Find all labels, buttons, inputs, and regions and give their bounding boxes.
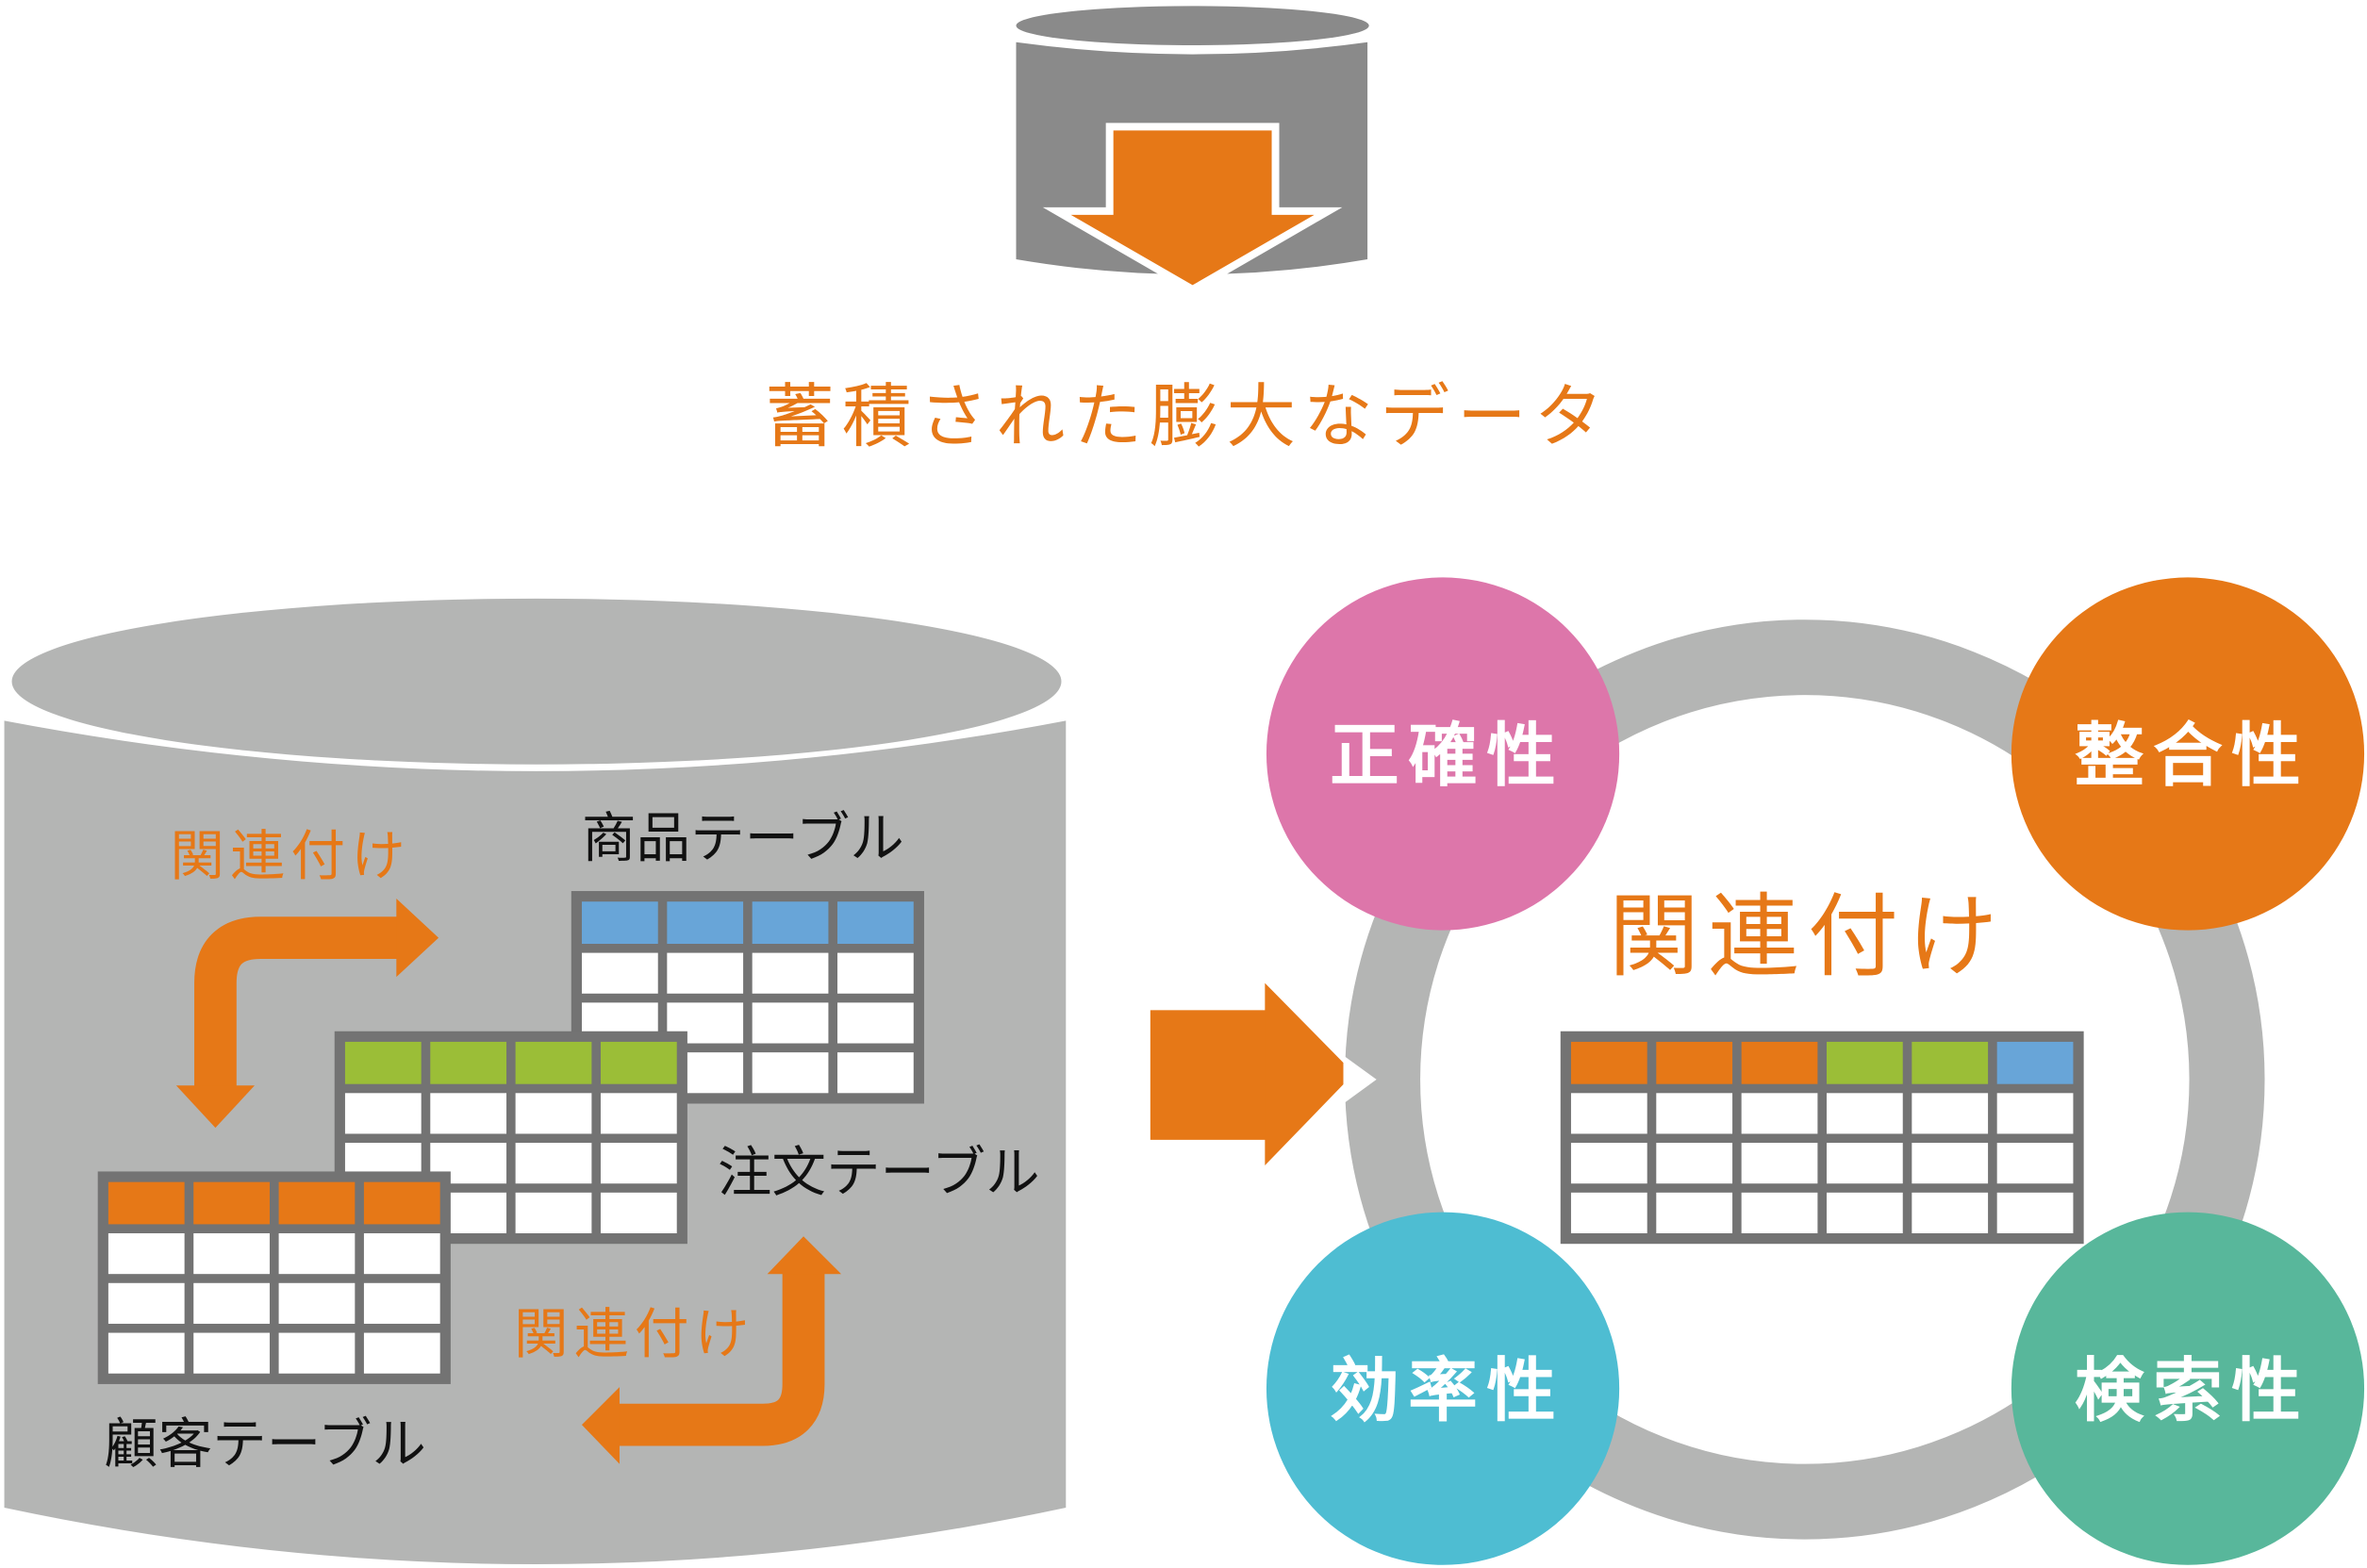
trait-accuracy: 正確性 — [1266, 577, 1620, 931]
table-cell — [430, 1093, 507, 1134]
relation-arrow-icon — [175, 899, 439, 1129]
table-label-order: 注文テーブル — [718, 1141, 1040, 1204]
table-cell — [1996, 1143, 2074, 1184]
table-cell — [515, 1093, 592, 1134]
down-arrow-icon — [1042, 123, 1343, 294]
table-cell — [667, 952, 744, 994]
table-cell — [1741, 1093, 1818, 1134]
header-cell — [581, 901, 658, 944]
table-cell — [837, 952, 914, 994]
trait-circle — [2011, 1212, 2365, 1565]
header-cell — [1570, 1041, 1647, 1084]
table-cell — [1570, 1192, 1647, 1234]
header-cell — [1996, 1041, 2074, 1084]
center-label: 関連付け — [1609, 884, 2007, 990]
header-cell — [363, 1181, 440, 1225]
table-cell — [108, 1282, 185, 1324]
table-cell — [193, 1332, 270, 1374]
table-cell — [1656, 1192, 1733, 1234]
table-cell — [1996, 1192, 2074, 1234]
table-cell — [363, 1332, 440, 1374]
table-cell — [1570, 1093, 1647, 1134]
header-cell — [278, 1181, 356, 1225]
header-cell — [344, 1041, 422, 1084]
table-cell — [600, 1093, 677, 1134]
header-cell — [1912, 1041, 1989, 1084]
table-cell — [278, 1282, 356, 1324]
table-cell — [1996, 1093, 2074, 1134]
table-cell — [363, 1282, 440, 1324]
table-label-customer: 顧客テーブル — [104, 1412, 426, 1476]
header-cell — [600, 1041, 677, 1084]
related-table — [1560, 1031, 2084, 1245]
table-cell — [278, 1332, 356, 1374]
table-cell — [600, 1192, 677, 1234]
relation-label: 関連付け — [514, 1302, 755, 1365]
relation-label: 関連付け — [170, 824, 411, 887]
table-cell — [600, 1143, 677, 1184]
table-cell — [752, 952, 829, 994]
trait-searchability: 検索性 — [2011, 1212, 2365, 1565]
trait-circle — [2011, 577, 2365, 931]
header-cell — [193, 1181, 270, 1225]
header-cell — [515, 1041, 592, 1084]
header-cell — [837, 901, 914, 944]
table-cell — [1656, 1093, 1733, 1134]
customer-table — [97, 1171, 451, 1384]
table-cell — [108, 1332, 185, 1374]
table-cell — [515, 1192, 592, 1234]
ring — [1345, 619, 2265, 1540]
table-cell — [1741, 1143, 1818, 1184]
table-cell — [837, 1052, 914, 1094]
right-arrow-icon — [1150, 982, 1354, 1166]
table-cell — [1826, 1192, 1903, 1234]
trait-label: 正確性 — [1330, 717, 1564, 797]
table-cell — [1912, 1192, 1989, 1234]
header-cell — [752, 901, 829, 944]
table-cell — [752, 1002, 829, 1044]
table-cell — [1912, 1093, 1989, 1134]
table-label-product: 商品テーブル — [582, 806, 904, 869]
header-cell — [430, 1041, 507, 1084]
trait-circle — [1266, 1212, 1620, 1565]
table-cell — [363, 1233, 440, 1275]
table-cell — [837, 1002, 914, 1044]
table-cell — [193, 1233, 270, 1275]
table-cell — [193, 1282, 270, 1324]
table-cell — [1826, 1093, 1903, 1134]
table-cell — [1741, 1192, 1818, 1234]
page-title: 蓄積された膨大なデータ — [765, 377, 1611, 457]
trait-circle — [1266, 577, 1620, 931]
header-cell — [667, 901, 744, 944]
table-cell — [752, 1052, 829, 1094]
trait-consistency: 整合性 — [2011, 577, 2365, 931]
relation-arrow-icon — [581, 1236, 842, 1464]
trait-label: 整合性 — [2075, 717, 2309, 797]
table-cell — [581, 952, 658, 994]
header-cell — [1741, 1041, 1818, 1084]
table-cell — [1912, 1143, 1989, 1184]
table-cell — [1656, 1143, 1733, 1184]
table-cell — [344, 1093, 422, 1134]
source-database-icon — [1016, 6, 1369, 294]
table-cell — [108, 1233, 185, 1275]
trait-efficiency: 効率性 — [1266, 1212, 1620, 1565]
table-cell — [1570, 1143, 1647, 1184]
table-cell — [278, 1233, 356, 1275]
product-table — [571, 891, 924, 1104]
table-cell — [1826, 1143, 1903, 1184]
table-cell — [515, 1143, 592, 1184]
header-cell — [1826, 1041, 1903, 1084]
trait-label: 効率性 — [1330, 1351, 1564, 1431]
header-cell — [108, 1181, 185, 1225]
order-table — [334, 1031, 687, 1245]
trait-label: 検索性 — [2075, 1351, 2309, 1431]
header-cell — [1656, 1041, 1733, 1084]
